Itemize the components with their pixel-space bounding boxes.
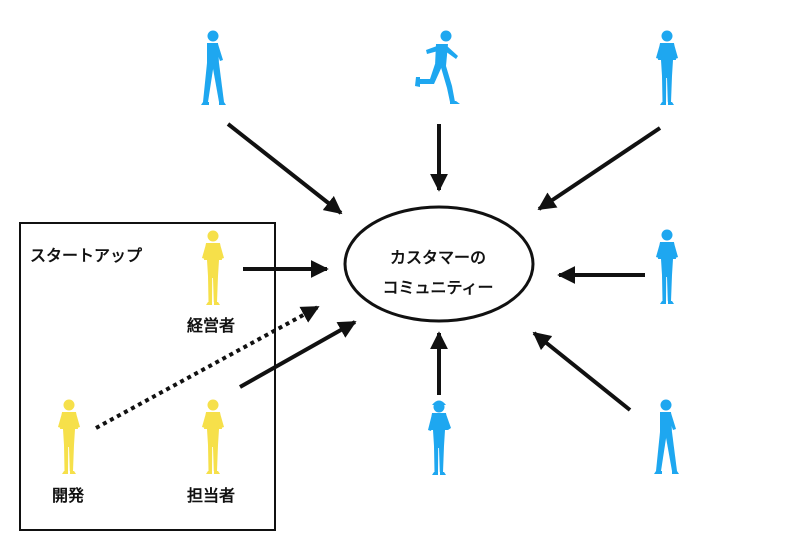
- customer-running-icon: [415, 30, 460, 104]
- arrow-top-left: [226, 122, 343, 215]
- arrow-development-dotted: [95, 305, 320, 430]
- customer-walking-right-icon: [654, 399, 679, 474]
- customer-worker-icon: [428, 400, 451, 475]
- staff-label: 担当者: [187, 486, 236, 505]
- startup-group-box: [19, 222, 276, 531]
- customer-standing-icon: [656, 30, 678, 105]
- customer-community-ellipse: [343, 205, 535, 323]
- executive-label: 経営者: [187, 316, 236, 335]
- startup-group-title: スタートアップ: [30, 246, 143, 265]
- development-label: 開発: [52, 486, 85, 505]
- arrow-bottom-right: [532, 331, 632, 412]
- customer-walking-icon: [201, 30, 226, 105]
- arrow-top-right: [537, 126, 662, 211]
- arrow-staff: [239, 320, 357, 389]
- community-label-line2: コミュニティー: [382, 278, 494, 297]
- community-label-line1: カスタマーの: [389, 248, 486, 267]
